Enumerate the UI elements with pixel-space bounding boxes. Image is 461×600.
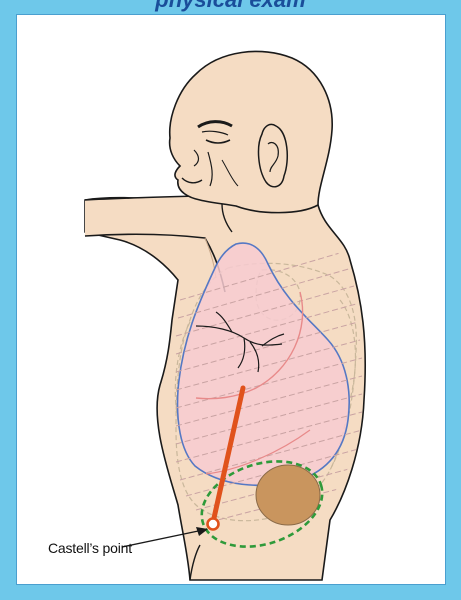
castells-point-label: Castell’s point <box>48 540 132 556</box>
ear <box>259 124 288 186</box>
head-outline <box>170 51 333 212</box>
spleen <box>256 465 320 525</box>
arm-outline <box>85 196 215 236</box>
castells-point-marker <box>208 519 219 530</box>
